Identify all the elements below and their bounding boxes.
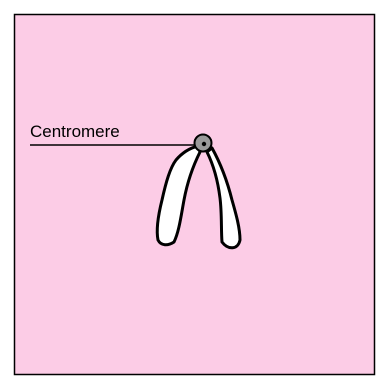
- centromere-label: Centromere: [30, 122, 120, 141]
- diagram-panel: [15, 15, 375, 375]
- centromere-dot: [202, 142, 206, 146]
